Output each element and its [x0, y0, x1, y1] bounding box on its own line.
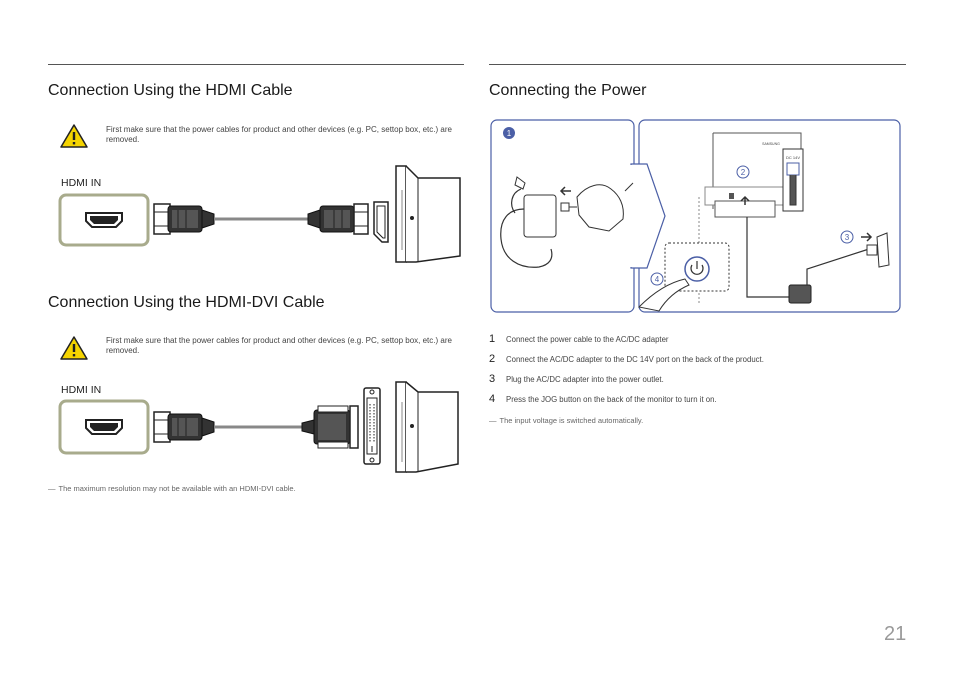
- power-icon: [690, 261, 704, 275]
- step-number: 3: [489, 373, 496, 385]
- step-number: 2: [489, 353, 496, 365]
- hdmi-in-label: HDMI IN: [61, 384, 102, 396]
- warning-icon: [60, 124, 88, 148]
- hdmi-dvi-note-text: The maximum resolution may not be availa…: [58, 484, 296, 493]
- monitor-back: [395, 165, 461, 263]
- right-top-rule: [489, 64, 906, 65]
- step-number: 4: [489, 393, 496, 405]
- hdmi-dvi-cable-diagram: [58, 381, 459, 473]
- step-text: Connect the power cable to the AC/DC ada…: [506, 335, 669, 344]
- monitor-back: [395, 381, 459, 473]
- left-top-rule: [48, 64, 464, 65]
- step-text: Plug the AC/DC adapter into the power ou…: [506, 375, 664, 384]
- dvi-plug: [301, 405, 359, 449]
- callout-2-label: 2: [741, 168, 746, 177]
- hdmi-plug-left: [153, 411, 215, 443]
- hdmi-dvi-note: ―The maximum resolution may not be avail…: [48, 484, 296, 493]
- power-connection-diagram: 1 SAMSUNG DC 14V 2 3: [490, 119, 901, 313]
- note-dash: ―: [48, 484, 56, 493]
- hdmi-dvi-section-title: Connection Using the HDMI-DVI Cable: [48, 294, 325, 311]
- step-text: Connect the AC/DC adapter to the DC 14V …: [506, 355, 764, 364]
- dc-port-label: DC 14V: [786, 155, 800, 160]
- hdmi-dvi-warning-text: First make sure that the power cables fo…: [106, 336, 452, 355]
- hdmi-section-title: Connection Using the HDMI Cable: [48, 82, 293, 99]
- hand-icon: [576, 182, 634, 232]
- hdmi-plug-right: [307, 203, 369, 235]
- hdmi-cable-diagram: [58, 165, 461, 263]
- callout-4: [650, 272, 664, 286]
- power-note-text: The input voltage is switched automatica…: [499, 416, 644, 425]
- callout-1-label: 1: [507, 129, 512, 138]
- callout-1: [503, 127, 515, 139]
- callout-2: [736, 165, 750, 179]
- dvi-receptacle: [363, 387, 381, 465]
- arrow-up-icon: [740, 195, 750, 205]
- step-number: 1: [489, 333, 496, 345]
- monitor-brand: SAMSUNG: [762, 142, 780, 146]
- arrow-left-icon: [559, 186, 571, 196]
- callout-4-label: 4: [655, 275, 660, 284]
- callout-3-label: 3: [845, 233, 850, 242]
- arrow-right-icon: [861, 232, 873, 242]
- wall-outlet: [866, 232, 890, 268]
- hdmi-plug-left: [153, 203, 215, 235]
- power-note: ―The input voltage is switched automatic…: [489, 416, 643, 425]
- note-dash: ―: [489, 416, 497, 425]
- ac-dc-adapter: [500, 176, 577, 268]
- page-number: 21: [884, 623, 907, 645]
- hdmi-in-label: HDMI IN: [61, 177, 102, 189]
- callout-3: [840, 230, 854, 244]
- hand-icon: [637, 278, 690, 312]
- step-text: Press the JOG button on the back of the …: [506, 395, 717, 404]
- warning-icon: [60, 336, 88, 360]
- power-section-title: Connecting the Power: [489, 82, 647, 99]
- hdmi-warning-text: First make sure that the power cables fo…: [106, 125, 452, 144]
